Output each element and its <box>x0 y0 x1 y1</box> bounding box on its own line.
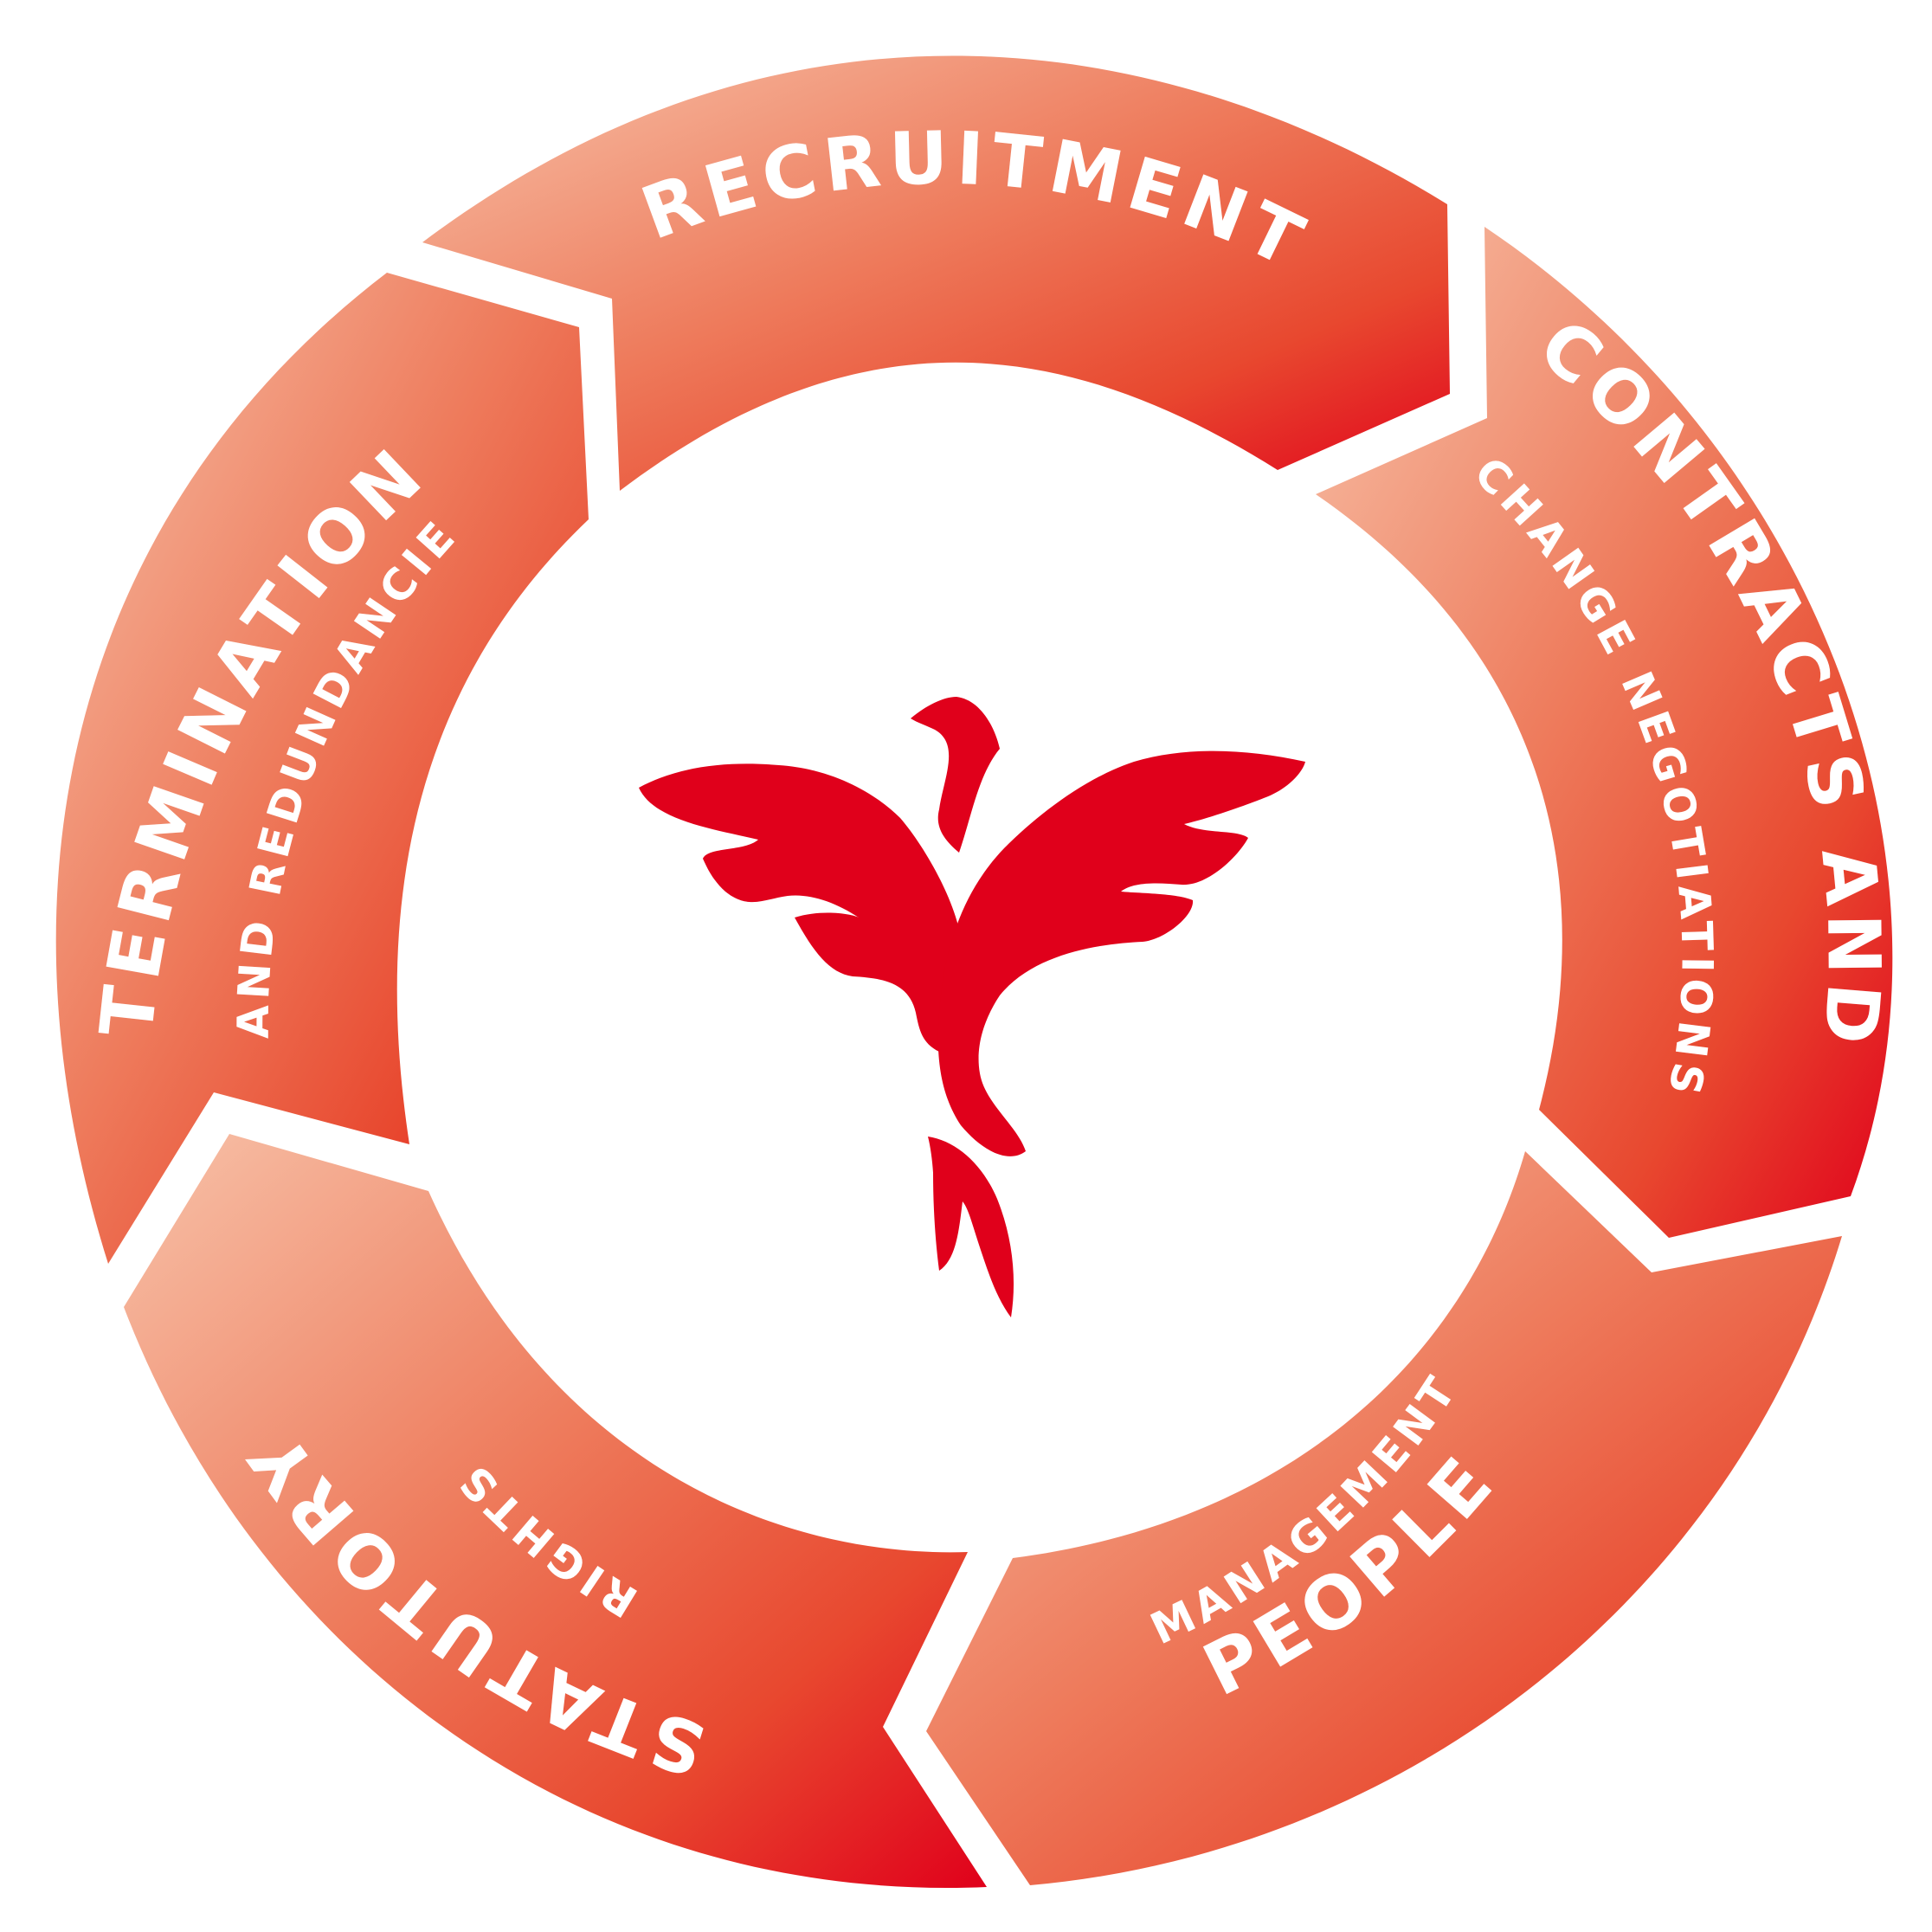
segment-people <box>926 1151 1842 1885</box>
segment-statutory <box>124 1134 987 1889</box>
phoenix-bird-icon <box>639 697 1305 1317</box>
segment-termination <box>55 273 589 1264</box>
segment-contracts <box>1316 227 1893 1238</box>
segment-recruitment <box>422 55 1450 491</box>
cycle-ring <box>55 55 1893 1889</box>
